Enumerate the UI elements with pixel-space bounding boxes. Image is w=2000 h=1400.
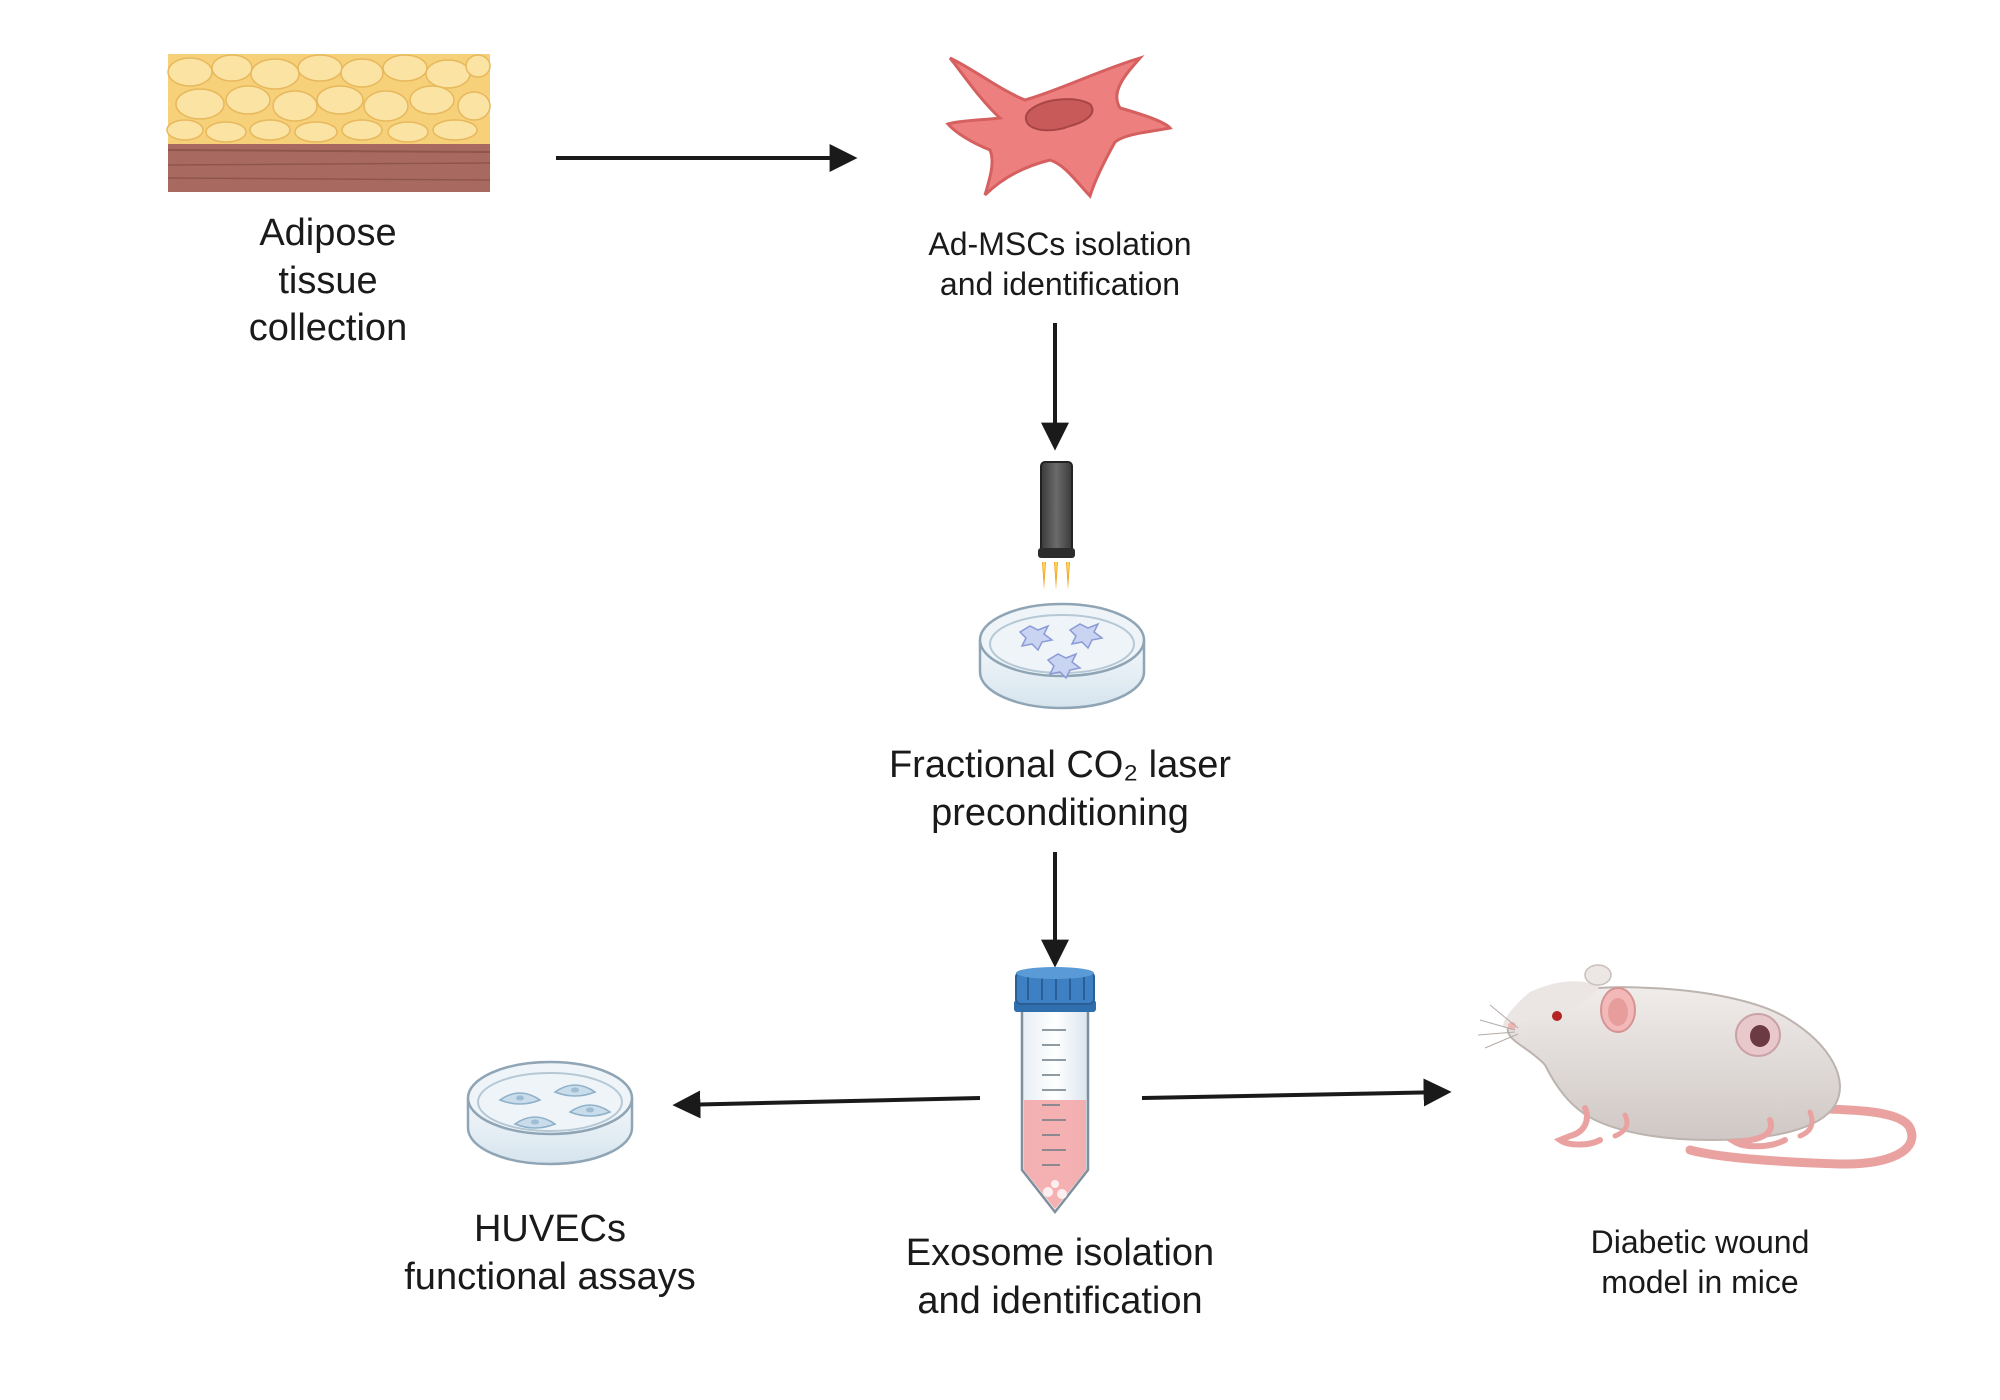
mouse-icon <box>1477 964 1917 1169</box>
arrow-exosome-to-mice <box>1141 1078 1452 1107</box>
label-admsc: Ad-MSCs isolation and identification <box>928 226 1192 302</box>
petri-dish-huvec-icon <box>466 1060 634 1166</box>
adipose-tissue-icon <box>166 54 491 192</box>
label-exosome: Exosome isolation and identification <box>905 1232 1215 1322</box>
label-huvec: HUVECs functional assays <box>404 1208 696 1298</box>
laser-beam-icon <box>1042 562 1070 590</box>
laser-device-icon <box>1038 461 1075 590</box>
arrow-exosome-to-huvec <box>672 1090 981 1119</box>
mesenchymal-stem-cell-icon <box>945 55 1173 199</box>
label-laser: Fractional CO₂ laser preconditioning <box>888 744 1232 834</box>
centrifuge-tube-icon <box>1014 967 1096 1215</box>
label-mice: Diabetic wound model in mice <box>1590 1224 1810 1300</box>
petri-dish-cells-icon <box>978 602 1146 710</box>
arrows <box>556 144 1452 1119</box>
label-adipose: Adipose tissue collection <box>248 212 408 349</box>
